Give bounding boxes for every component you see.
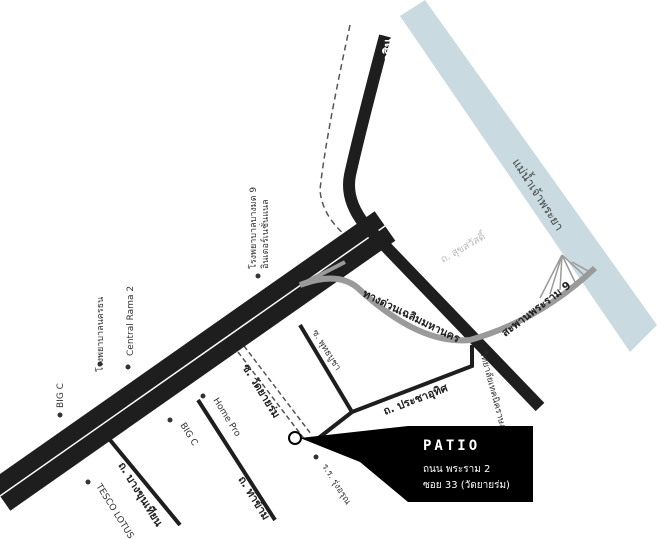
- bridge-pylon-icon: [539, 254, 591, 299]
- hospital-nakarin-marker: [97, 361, 103, 367]
- expressway: [298, 265, 598, 344]
- wat-yai-sri-label: ซ. วัดยายร่ม: [239, 362, 282, 421]
- hospital-bangmod-label: โรงพยาบาลบางมด 9: [248, 187, 259, 269]
- home-pro-label: Home Pro: [210, 396, 242, 439]
- tesco-lotus-marker: [85, 479, 91, 485]
- tha-kham-road: [196, 398, 277, 522]
- rama2-highway-centerline: [0, 225, 386, 497]
- patio-callout: [300, 426, 533, 502]
- hospital-nakarin-label: โรงพยาบาลนครธน: [95, 297, 106, 372]
- dashed-line-soi-left: [237, 351, 306, 441]
- hospital-bangmod-marker: [255, 273, 261, 279]
- big-c-2-marker: [167, 417, 173, 423]
- rama9-bridge-label: สะพานพระราม 9: [499, 279, 573, 340]
- school-label: ร.ร. รุ่งอรุณ: [319, 462, 352, 506]
- tha-kham-label: ถ. ท่าข้าม: [235, 474, 272, 522]
- big-c-1-marker: [57, 412, 63, 418]
- patio-callout-line1: ถนน พระราม 2: [423, 464, 490, 475]
- expressway-ramp: [299, 260, 346, 287]
- patio-location-marker: [288, 431, 302, 445]
- river-band: [400, 0, 657, 352]
- big-c-2-label: BIG C: [177, 421, 199, 447]
- phutthabucha-road: [298, 323, 354, 414]
- dashed-line-soi-right: [243, 345, 312, 435]
- bang-khun-thian-road: [108, 438, 182, 527]
- taksin-road-label: ถ. สมเด็จพระเจ้าตากสิน: [380, 38, 395, 165]
- hospital-bangmod-sublabel: อินเตอร์เนชั่นแนล: [258, 199, 271, 269]
- big-c-1-label: BIG C: [56, 383, 66, 408]
- central-rama2-marker: [125, 364, 131, 370]
- patio-callout-line2: ซอย 33 (วัดยายร่ม): [423, 480, 510, 491]
- pracha-uthit-road: [314, 345, 474, 442]
- tesco-lotus-label: TESCO LOTUS: [93, 481, 135, 539]
- central-rama2-label: Central Rama 2: [126, 286, 136, 356]
- dashed-line-north: [319, 24, 361, 249]
- home-pro-marker: [200, 393, 206, 399]
- patio-callout-title: PATIO: [423, 438, 480, 454]
- suksawat-label: ถ. สุขสวัสดิ์: [438, 228, 489, 266]
- taksin-road: [343, 34, 545, 412]
- school-marker: [313, 454, 319, 460]
